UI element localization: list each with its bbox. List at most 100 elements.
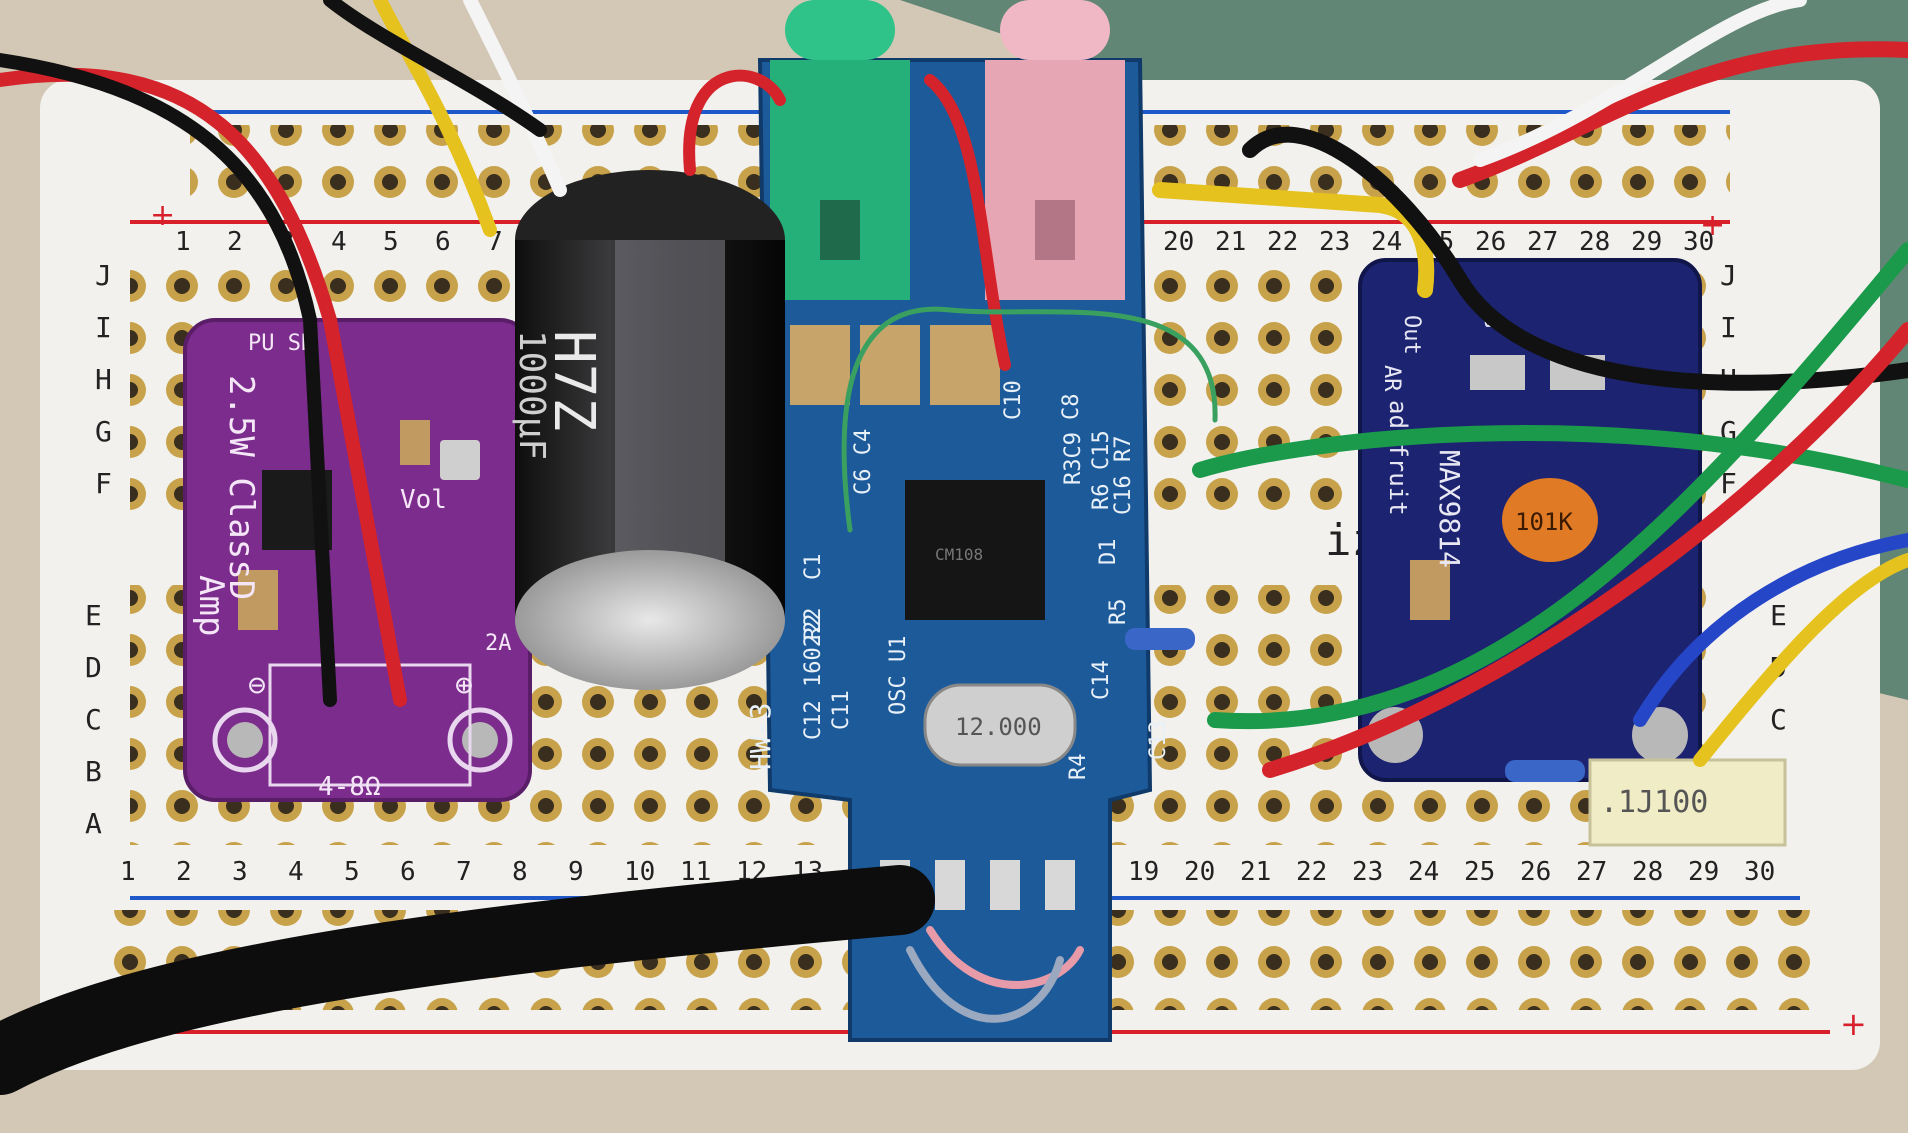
crystal-label: 12.000 bbox=[955, 713, 1042, 741]
silk-c1: C1 bbox=[801, 554, 826, 581]
smd-cap-2 bbox=[400, 420, 430, 465]
smd-cap-a bbox=[790, 325, 850, 405]
column-number-bottom: 6 bbox=[400, 857, 416, 887]
plus-mark-top-left: + bbox=[150, 198, 175, 233]
column-number-bottom: 2 bbox=[176, 857, 192, 887]
column-number-top: 30 bbox=[1683, 227, 1714, 257]
wire-green-lower bbox=[1207, 242, 1908, 730]
jack-pink-hole bbox=[1035, 200, 1075, 260]
silk-c15: C15 bbox=[1089, 430, 1114, 470]
wire-white-top bbox=[463, 0, 567, 197]
usb-cable bbox=[0, 865, 935, 1095]
column-number-bottom: 8 bbox=[512, 857, 528, 887]
silk-c11: C11 bbox=[829, 690, 854, 730]
silk-c16: C16 bbox=[1111, 475, 1136, 515]
column-number-bottom: 22 bbox=[1296, 857, 1327, 887]
column-number-bottom: 28 bbox=[1632, 857, 1663, 887]
column-number-bottom: 27 bbox=[1576, 857, 1607, 887]
column-number-bottom: 26 bbox=[1520, 857, 1551, 887]
column-number-bottom: 1 bbox=[120, 857, 136, 887]
amp-plus-label: ⊕ bbox=[455, 668, 473, 703]
row-letter-right: I bbox=[1720, 311, 1737, 344]
wire-yellow-right bbox=[1693, 553, 1908, 767]
column-number-top: 26 bbox=[1475, 227, 1506, 257]
silk-r6: R6 bbox=[1089, 484, 1114, 511]
row-letter-left: E bbox=[85, 599, 102, 632]
mount-hole-right bbox=[447, 707, 513, 773]
column-number-bottom: 3 bbox=[232, 857, 248, 887]
column-number-top: 20 bbox=[1163, 227, 1194, 257]
column-number-bottom: 9 bbox=[568, 857, 584, 887]
plus-mark-top-right: + bbox=[1700, 208, 1725, 243]
wire-thin-green bbox=[841, 306, 1218, 533]
row-letter-left: B bbox=[85, 755, 102, 788]
amp-module: PU SD 2.5W ClassD Amp Vol 4-8Ω ⊖ ⊕ 2A bbox=[183, 318, 532, 802]
mic-smd-1 bbox=[1470, 355, 1525, 390]
plus-mark-bottom-right: + bbox=[1840, 1005, 1867, 1043]
mount-hole-left bbox=[212, 707, 278, 773]
wire-black-mic bbox=[1242, 126, 1908, 391]
silk-r2: R2 bbox=[801, 614, 826, 641]
mic-smd-3 bbox=[1410, 560, 1450, 620]
silk-r7: R7 bbox=[1111, 436, 1136, 463]
column-number-bottom: 24 bbox=[1408, 857, 1439, 887]
film-capacitor: .1J100 bbox=[1588, 758, 1787, 847]
smd-cap-b bbox=[860, 325, 920, 405]
silk-c12: C12 160222 bbox=[801, 608, 826, 740]
silk-osc-u1: OSC U1 bbox=[886, 636, 911, 715]
electrolytic-capacitor: H7Z 1000μF bbox=[511, 170, 785, 690]
amp-top-pins: PU SD bbox=[248, 331, 314, 356]
jack-green-barrel bbox=[785, 0, 895, 60]
silk-c6-c4: C6 C4 bbox=[851, 429, 876, 495]
silk-c14: C14 bbox=[1089, 660, 1114, 700]
wire-blue-right bbox=[1633, 533, 1908, 727]
column-number-bottom: 5 bbox=[344, 857, 360, 887]
wire-red-usb bbox=[924, 74, 1011, 371]
row-letter-left: I bbox=[95, 311, 112, 344]
column-number-bottom: 23 bbox=[1352, 857, 1383, 887]
row-letter-right: F bbox=[1720, 467, 1737, 500]
column-number-bottom: 25 bbox=[1464, 857, 1495, 887]
column-number-bottom: 20 bbox=[1184, 857, 1215, 887]
silk-c8: C8 bbox=[1059, 394, 1084, 421]
screw-terminal-right bbox=[462, 722, 498, 758]
column-number-top: 21 bbox=[1215, 227, 1246, 257]
column-number-top: 29 bbox=[1631, 227, 1662, 257]
silk-c13: C13 bbox=[1146, 720, 1171, 760]
mic-out-label: Out bbox=[1399, 315, 1424, 355]
jack-green bbox=[770, 60, 910, 300]
row-letter-left: F bbox=[95, 467, 112, 500]
smd-cap-1 bbox=[238, 570, 278, 630]
jack-green-hole bbox=[820, 200, 860, 260]
resistor-center bbox=[1125, 628, 1195, 650]
silk-c10: C10 bbox=[1001, 380, 1026, 420]
row-letter-right: C bbox=[1770, 703, 1787, 736]
capacitor-marking-2: 1000μF bbox=[511, 330, 552, 460]
column-number-bottom: 4 bbox=[288, 857, 304, 887]
usb-pad-4 bbox=[1045, 860, 1075, 910]
row-letter-left: D bbox=[85, 651, 102, 684]
amp-minus-label: ⊖ bbox=[248, 668, 266, 703]
silk-r5: R5 bbox=[1106, 599, 1131, 626]
column-number-top: 28 bbox=[1579, 227, 1610, 257]
column-number-top: 24 bbox=[1371, 227, 1402, 257]
amp-power-label: 2.5W ClassD bbox=[221, 375, 261, 600]
column-number-bottom: 29 bbox=[1688, 857, 1719, 887]
usb-pad-3 bbox=[990, 860, 1020, 910]
usb-audio-chip bbox=[905, 480, 1045, 620]
row-letter-left: A bbox=[85, 807, 102, 840]
wire-green-upper bbox=[1192, 425, 1908, 488]
column-number-bottom: 11 bbox=[680, 857, 711, 887]
column-number-top: 23 bbox=[1319, 227, 1350, 257]
column-number-top: 22 bbox=[1267, 227, 1298, 257]
smd-cap-c bbox=[930, 325, 1000, 405]
wire-white-right bbox=[1473, 0, 1807, 167]
column-number-bottom: 10 bbox=[624, 857, 655, 887]
column-number-top: 4 bbox=[331, 227, 347, 257]
column-number-bottom: 19 bbox=[1128, 857, 1159, 887]
mic-ar-label: AR bbox=[1379, 365, 1404, 392]
resistor-right bbox=[1505, 760, 1585, 782]
row-letter-left: G bbox=[95, 415, 112, 448]
row-letter-right: E bbox=[1770, 599, 1787, 632]
